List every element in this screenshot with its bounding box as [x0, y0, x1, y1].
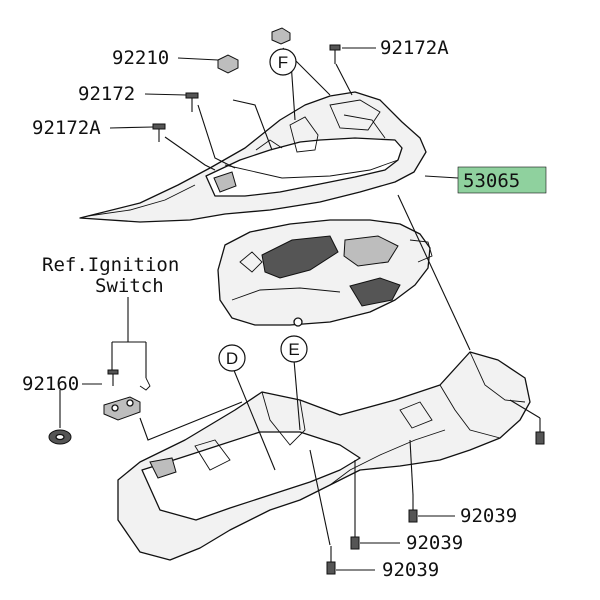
label-92172A-left: 92172A [32, 117, 101, 139]
middle-cover [217, 219, 433, 327]
label-92039-b: 92039 [406, 532, 463, 554]
bolt-92039-c [326, 546, 336, 575]
bolt-92039-b [350, 522, 360, 550]
bolt-92039-a [408, 495, 418, 523]
bolt-right [535, 418, 545, 445]
washer-92160 [48, 429, 72, 445]
callout-D: D [218, 344, 246, 372]
label-53065: 53065 [463, 170, 520, 192]
callout-D-letter: D [226, 349, 238, 368]
label-92210: 92210 [112, 47, 169, 69]
label-92172A-top: 92172A [380, 37, 449, 59]
lower-tray [117, 351, 531, 561]
callout-F-letter: F [278, 53, 288, 72]
nut-92210 [217, 27, 291, 74]
ref-text-line2: Switch [95, 275, 164, 297]
ignition-bracket [103, 369, 151, 421]
screw-92172 [185, 92, 199, 112]
callout-F: F [269, 48, 297, 76]
highlight-box-53065 [457, 166, 547, 194]
upper-cover-53065 [79, 91, 427, 223]
label-92039-a: 92039 [460, 505, 517, 527]
label-92039-c: 92039 [382, 559, 439, 581]
label-92172: 92172 [78, 83, 135, 105]
screw-92172A-top [329, 44, 341, 64]
label-92160: 92160 [22, 373, 79, 395]
leader-lines [59, 47, 541, 571]
screw-92172A-left [152, 123, 166, 142]
ref-text-line1: Ref.Ignition [42, 254, 179, 276]
callout-E-letter: E [288, 340, 299, 359]
callout-E: E [280, 335, 308, 363]
